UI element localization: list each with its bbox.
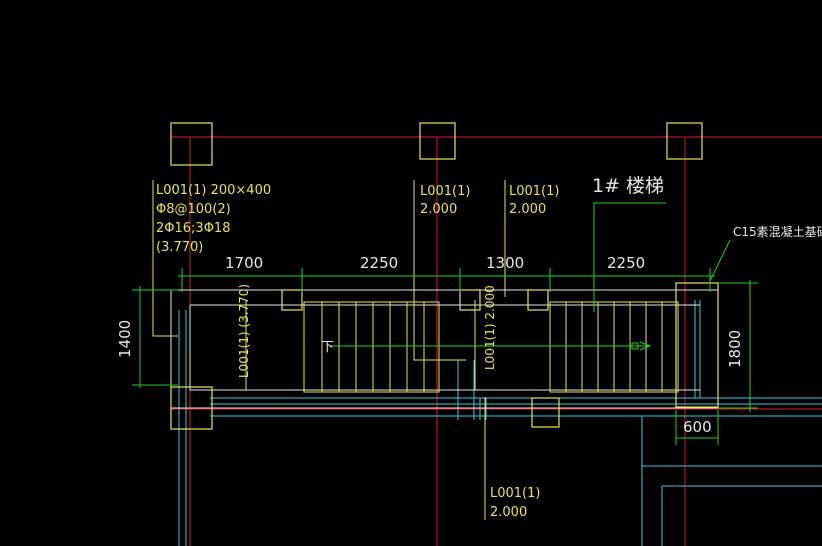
beam-label-main-line3: 2Φ16;3Φ18 — [156, 221, 230, 236]
beam-label-top-right: L001(1) 2.000 — [509, 184, 559, 217]
dim-left: 1400 — [116, 320, 134, 358]
beam-leaders — [152, 180, 506, 520]
beam-label-vertical-mid: L001(1) 2.000 — [483, 285, 497, 370]
dim-top-3: 1300 — [486, 254, 524, 272]
wall-outlines — [178, 300, 822, 546]
beam-label-top-right-elev: 2.000 — [509, 202, 546, 217]
dim-top-2: 2250 — [360, 254, 398, 272]
beam-label-main-line2: Φ8@100(2) — [156, 202, 231, 217]
columns — [170, 122, 719, 430]
beam-label-top-left-elev: 2.000 — [420, 202, 457, 217]
beam-label-main-line4: (3.770) — [156, 240, 203, 255]
dim-bottom: 600 — [683, 418, 712, 436]
dim-top-4: 2250 — [607, 254, 645, 272]
beam-label-top-left-name: L001(1) — [420, 184, 470, 199]
dim-top-1: 1700 — [225, 254, 263, 272]
beam-label-bottom-name: L001(1) — [490, 486, 540, 501]
dimension-lines — [132, 239, 758, 445]
beam-label-main-line1: L001(1) 200×400 — [156, 183, 271, 198]
down-marker: 下 — [321, 340, 334, 355]
dimension-texts: 1700 2250 1300 2250 600 — [225, 254, 712, 436]
beam-label-main: L001(1) 200×400 Φ8@100(2) 2Φ16;3Φ18 (3.7… — [156, 183, 271, 255]
beam-label-bottom: L001(1) 2.000 — [490, 486, 540, 520]
stair-label: 1# 楼梯 — [592, 175, 664, 197]
dim-right: 1800 — [726, 330, 744, 368]
beam-label-top-left: L001(1) 2.000 — [420, 184, 470, 217]
foundation-label: C15素混凝土基础 — [733, 224, 822, 239]
stair-flight-right — [549, 301, 679, 393]
stair-flight-left — [303, 301, 440, 393]
beam-label-vertical-left: L001(1) (3.770) — [237, 284, 251, 378]
beam-label-bottom-elev: 2.000 — [490, 505, 527, 520]
beam-label-top-right-name: L001(1) — [509, 184, 559, 199]
